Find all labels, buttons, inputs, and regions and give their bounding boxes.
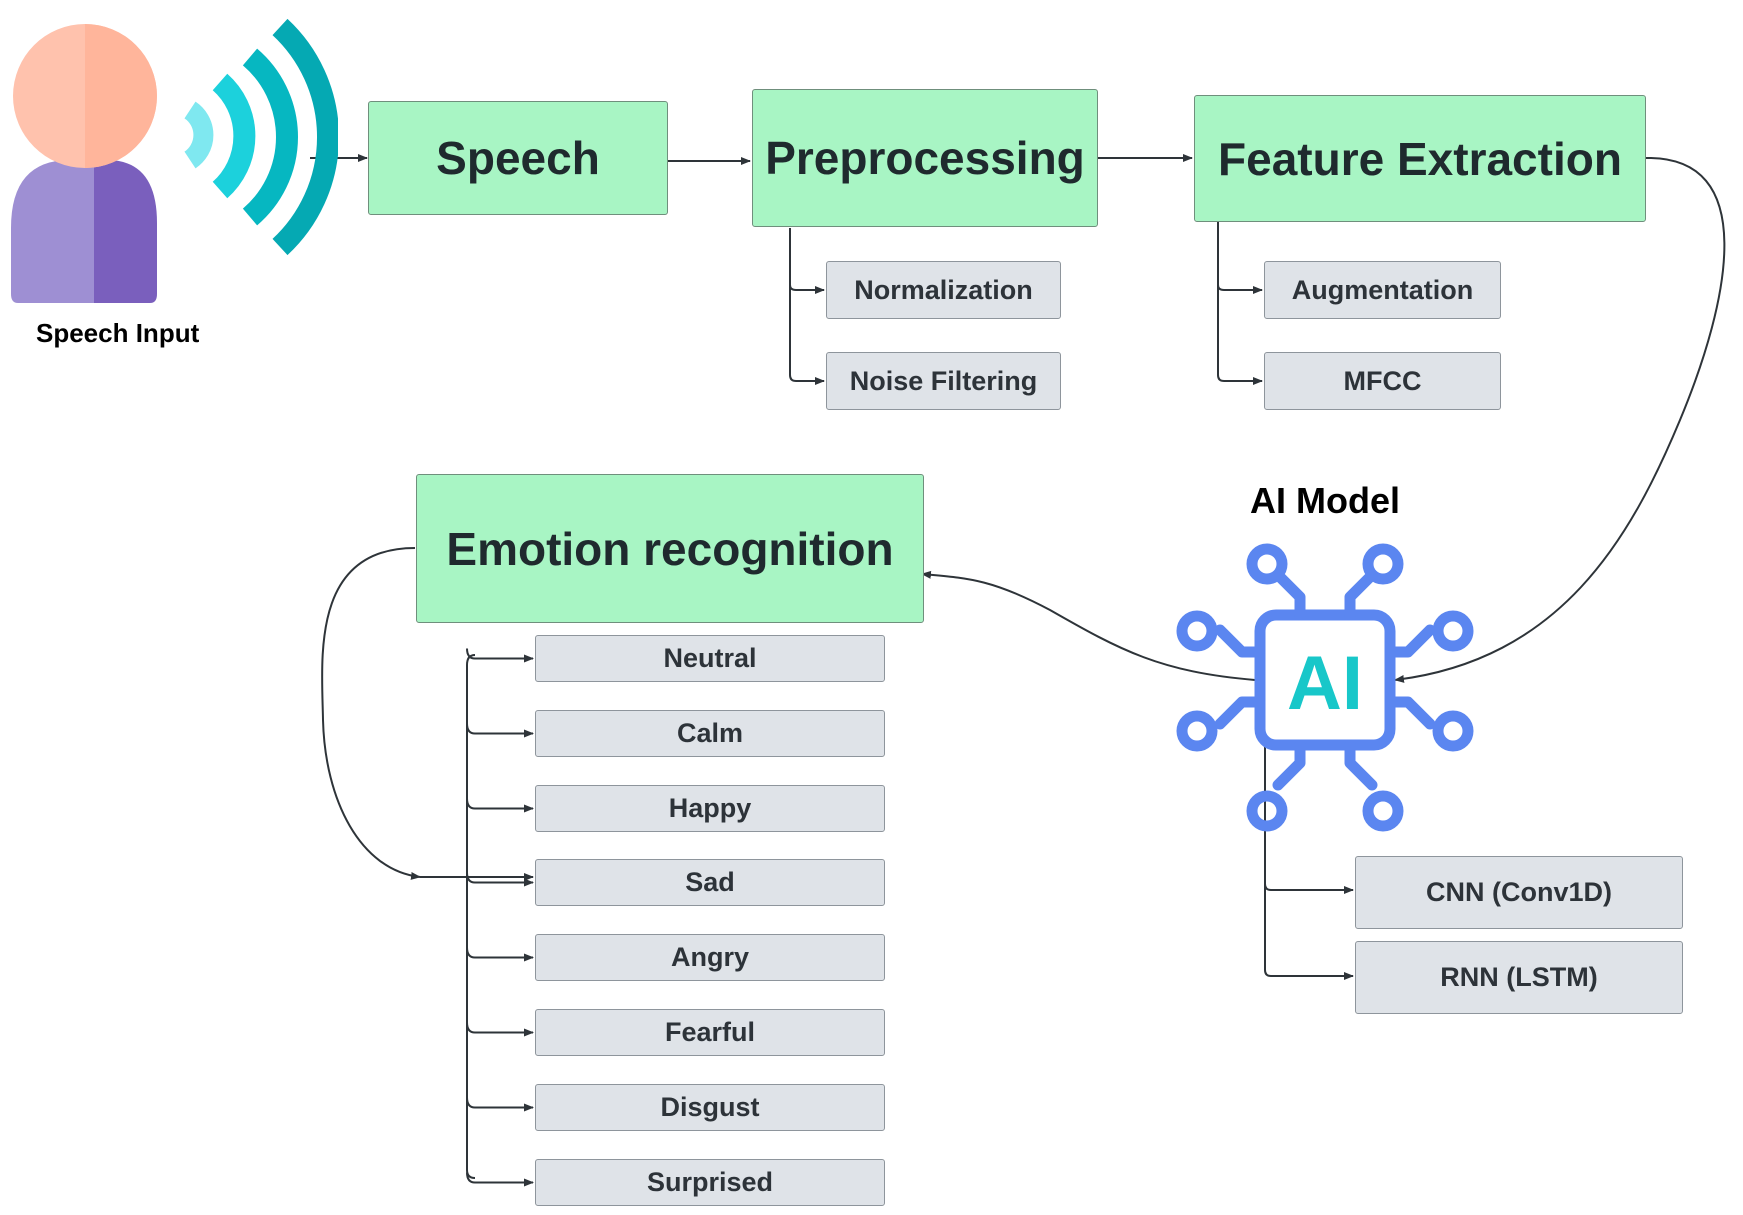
ai-chip-icon: AI xyxy=(1176,543,1474,832)
ai-model-label: AI Model xyxy=(1250,480,1400,521)
rnn-box: RNN (LSTM) xyxy=(1355,941,1683,1014)
speech-input-label: Speech Input xyxy=(36,318,200,348)
normalization-box: Normalization xyxy=(826,261,1061,319)
person-icon xyxy=(11,24,157,303)
arrow-to-emotion-calm xyxy=(466,723,534,738)
arrow-to-emotion-fearful xyxy=(466,1022,534,1037)
mfcc-box: MFCC xyxy=(1264,352,1501,410)
augmentation-box: Augmentation xyxy=(1264,261,1501,319)
branch-mfcc xyxy=(1217,285,1263,385)
arrow-to-emotion-angry xyxy=(466,947,534,962)
emotion-trunk xyxy=(466,654,476,1179)
sound-wave-icon xyxy=(183,18,338,256)
branch-rnn xyxy=(1264,884,1354,980)
arrow-ai-to-emotion xyxy=(921,570,1256,681)
cnn-box: CNN (Conv1D) xyxy=(1355,856,1683,929)
arrow-feature-to-ai xyxy=(1394,156,1726,683)
emotion-sad-box: Sad xyxy=(535,859,885,906)
feature-extraction-step: Feature Extraction xyxy=(1194,95,1646,222)
arrow-to-emotion-happy xyxy=(466,798,534,813)
noise-filtering-box: Noise Filtering xyxy=(826,352,1061,410)
arrow-to-emotion-surprised xyxy=(466,1172,534,1187)
speech-step: Speech xyxy=(368,101,668,215)
arrow-to-emotion-sad xyxy=(466,872,534,887)
branch-normalization xyxy=(789,228,825,294)
arrow-to-emotion-disgust xyxy=(466,1097,534,1112)
emotion-disgust-box: Disgust xyxy=(535,1084,885,1131)
arrow-emotion-loop xyxy=(321,547,421,880)
branch-noise-filtering xyxy=(789,285,825,385)
emotion-surprised-box: Surprised xyxy=(535,1159,885,1206)
emotion-neutral-box: Neutral xyxy=(535,635,885,682)
emotion-fearful-box: Fearful xyxy=(535,1009,885,1056)
branch-augmentation xyxy=(1217,222,1263,294)
emotion-calm-box: Calm xyxy=(535,710,885,757)
emotion-recognition-step: Emotion recognition xyxy=(416,474,924,623)
emotion-angry-box: Angry xyxy=(535,934,885,981)
ai-chip-text: AI xyxy=(1287,641,1363,726)
emotion-happy-box: Happy xyxy=(535,785,885,832)
arrow-to-emotion-neutral xyxy=(466,648,534,663)
preprocessing-step: Preprocessing xyxy=(752,89,1098,227)
